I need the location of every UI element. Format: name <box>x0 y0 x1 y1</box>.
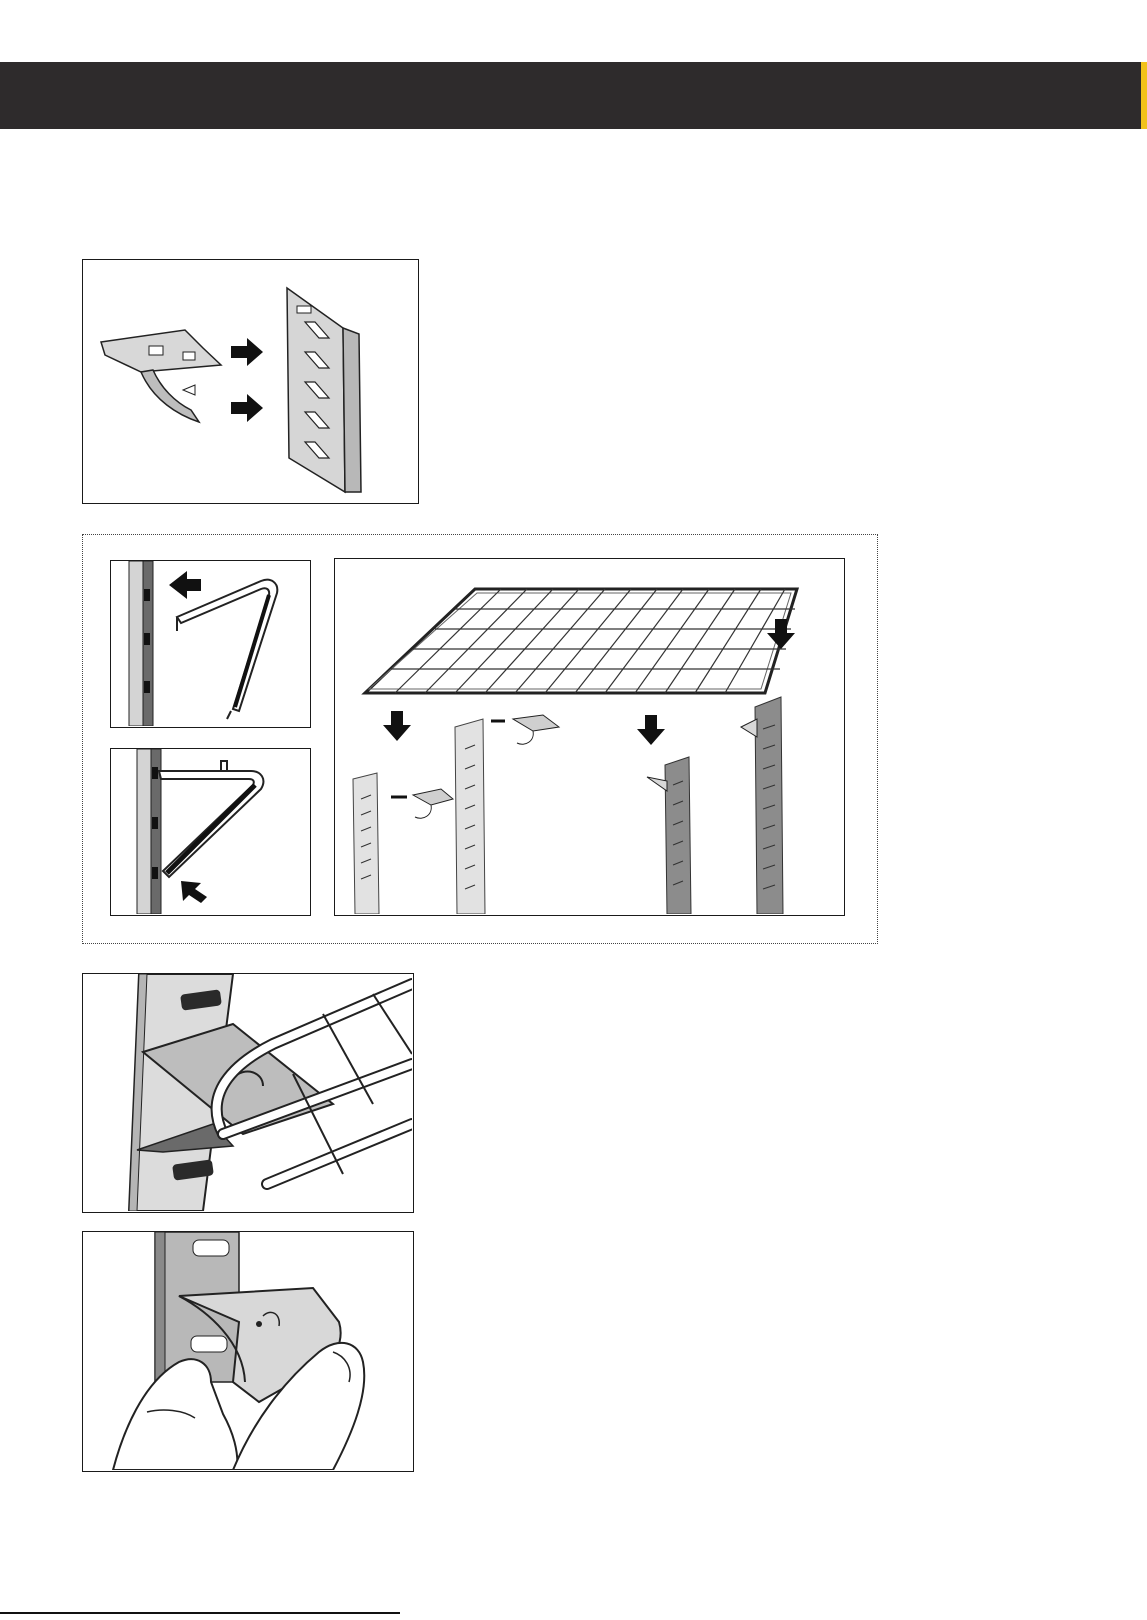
clip-icon <box>391 715 757 818</box>
figure-clip-into-rail <box>82 259 419 504</box>
figure-closeup-clip-shelf <box>82 973 414 1213</box>
header-bar <box>0 62 1147 129</box>
arrow-left-icon <box>169 571 201 599</box>
arrow-right-icon <box>231 338 263 422</box>
footer-rule <box>0 1612 400 1614</box>
rail-icon <box>287 288 361 492</box>
header-accent-edge <box>1141 62 1147 129</box>
bracket-icon <box>177 580 277 719</box>
figure-shelf-assembly <box>334 558 845 916</box>
rail-icon <box>137 749 161 914</box>
rail-icon <box>353 697 783 914</box>
arrow-left-icon <box>181 881 207 903</box>
figure-closeup-hand-clip <box>82 1231 414 1472</box>
wire-shelf-icon <box>365 589 797 693</box>
figure-bracket-remove <box>110 560 311 728</box>
figure-bracket-insert <box>110 748 311 916</box>
clip-icon <box>101 330 221 422</box>
bracket-icon <box>159 761 263 877</box>
rail-icon <box>129 561 153 726</box>
